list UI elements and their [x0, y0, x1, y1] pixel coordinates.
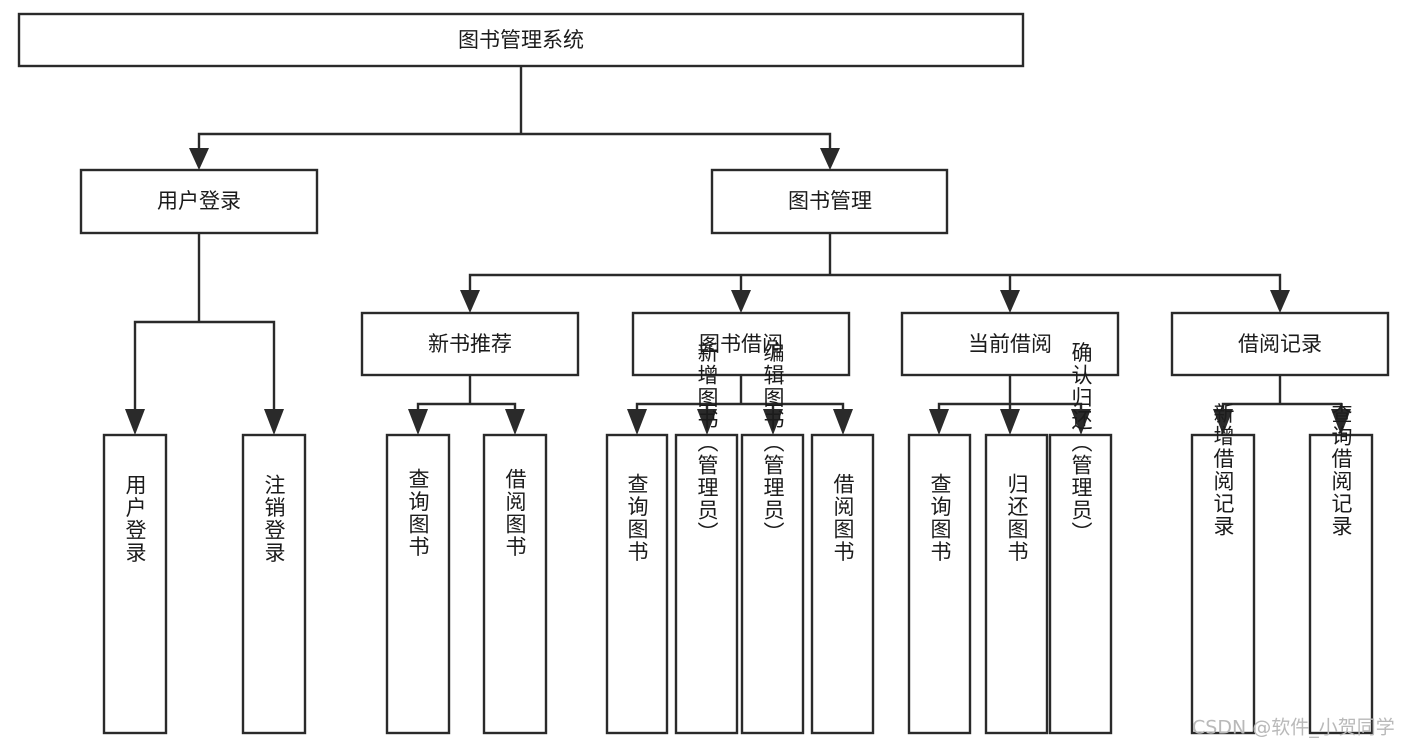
- arrow-to-leaf-borrow-book-recommend: [505, 409, 525, 435]
- node-book-borrow-box[interactable]: [631, 311, 851, 377]
- node-leaf-return-book-box[interactable]: [984, 433, 1049, 735]
- edge-new-book-recommend-trunk: [416, 373, 517, 418]
- node-leaf-logout-box[interactable]: [241, 433, 307, 735]
- node-borrow-record-box[interactable]: [1170, 311, 1390, 377]
- node-leaf-query-borrow-record-label: 查询借阅记录: [1329, 403, 1353, 538]
- node-leaf-add-book-admin[interactable]: 新增图书（管理员）: [674, 342, 739, 735]
- node-leaf-query-book-current-label: 查询图书: [928, 473, 952, 563]
- node-new-book-recommend[interactable]: 新书推荐: [360, 311, 580, 377]
- node-leaf-edit-book-admin[interactable]: 编辑图书（管理员）: [740, 342, 805, 735]
- node-book-borrow-label: 图书借阅: [699, 332, 783, 356]
- node-leaf-borrow-book-recommend-label: 借阅图书: [503, 468, 527, 558]
- node-leaf-confirm-return-admin[interactable]: 确认归还（管理员）: [1048, 342, 1113, 735]
- node-book-borrow[interactable]: 图书借阅: [631, 311, 851, 377]
- node-leaf-borrow-book-label: 借阅图书: [831, 473, 855, 563]
- node-current-borrow-label: 当前借阅: [968, 332, 1052, 356]
- node-leaf-query-book-current[interactable]: 查询图书: [907, 433, 972, 735]
- node-leaf-query-book-borrow-label: 查询图书: [625, 473, 649, 563]
- node-leaf-add-book-admin-box[interactable]: [674, 433, 739, 735]
- node-leaf-query-book-recommend-label: 查询图书: [406, 468, 430, 558]
- node-leaf-borrow-book-box[interactable]: [810, 433, 875, 735]
- node-root-box[interactable]: [17, 12, 1025, 68]
- node-leaf-borrow-book-recommend-box[interactable]: [482, 433, 548, 735]
- arrow-to-book-management: [820, 148, 840, 170]
- arrow-to-leaf-edit-book-admin: [763, 409, 783, 435]
- node-leaf-logout[interactable]: 注销登录: [241, 433, 307, 735]
- arrow-to-leaf-return-book: [1000, 409, 1020, 435]
- arrow-to-current-borrow: [1000, 290, 1020, 313]
- node-leaf-query-book-recommend-box[interactable]: [385, 433, 451, 735]
- node-leaf-return-book-label: 归还图书: [1005, 473, 1029, 563]
- node-current-borrow-box[interactable]: [900, 311, 1120, 377]
- arrow-to-leaf-logout: [264, 409, 284, 435]
- node-user-login-label: 用户登录: [157, 189, 241, 213]
- node-leaf-add-borrow-record-box[interactable]: [1190, 433, 1256, 735]
- edge-book-borrow-trunk: [635, 373, 845, 418]
- node-leaf-add-borrow-record-label: 新增借阅记录: [1211, 403, 1235, 538]
- node-borrow-record[interactable]: 借阅记录: [1170, 311, 1390, 377]
- node-leaf-query-book-recommend[interactable]: 查询图书: [385, 433, 451, 735]
- arrow-to-leaf-query-book-borrow: [627, 409, 647, 435]
- node-user-login[interactable]: 用户登录: [79, 168, 319, 235]
- arrow-to-borrow-record: [1270, 290, 1290, 313]
- node-leaf-query-book-current-box[interactable]: [907, 433, 972, 735]
- node-leaf-confirm-return-admin-label: 确认归还（管理员）: [1069, 342, 1093, 545]
- node-current-borrow[interactable]: 当前借阅: [900, 311, 1120, 377]
- arrow-to-new-book-recommend: [460, 290, 480, 313]
- node-leaf-confirm-return-admin-box[interactable]: [1048, 433, 1113, 735]
- node-leaf-user-login-label: 用户登录: [123, 474, 147, 564]
- arrow-to-leaf-query-borrow-record: [1331, 409, 1351, 435]
- edge-book-management-trunk: [468, 231, 1282, 298]
- edge-borrow-record-trunk: [1221, 373, 1343, 418]
- node-leaf-query-borrow-record[interactable]: 查询借阅记录: [1308, 403, 1374, 735]
- arrow-to-leaf-query-book-recommend: [408, 409, 428, 435]
- node-leaf-add-borrow-record[interactable]: 新增借阅记录: [1190, 403, 1256, 735]
- edge-user-login-trunk: [133, 231, 276, 418]
- node-root[interactable]: 图书管理系统: [17, 12, 1025, 68]
- edge-layer: [125, 64, 1351, 435]
- node-root-label: 图书管理系统: [458, 28, 584, 52]
- node-leaf-query-book-borrow-box[interactable]: [605, 433, 669, 735]
- node-borrow-record-label: 借阅记录: [1238, 332, 1322, 356]
- node-leaf-borrow-book-recommend[interactable]: 借阅图书: [482, 433, 548, 735]
- arrow-to-book-borrow: [731, 290, 751, 313]
- arrow-to-leaf-add-borrow-record: [1213, 409, 1233, 435]
- arrow-to-leaf-confirm-return-admin: [1071, 409, 1091, 435]
- node-leaf-add-book-admin-label: 新增图书（管理员）: [695, 342, 719, 545]
- node-user-login-box[interactable]: [79, 168, 319, 235]
- arrow-to-user-login: [189, 148, 209, 170]
- csdn-watermark: CSDN @软件_小贺同学: [1192, 717, 1395, 739]
- arrow-to-leaf-add-book-admin: [697, 409, 717, 435]
- node-leaf-edit-book-admin-label: 编辑图书（管理员）: [761, 342, 785, 545]
- node-leaf-return-book[interactable]: 归还图书: [984, 433, 1049, 735]
- arrow-to-leaf-query-book-current: [929, 409, 949, 435]
- node-leaf-query-borrow-record-box[interactable]: [1308, 433, 1374, 735]
- node-leaf-borrow-book[interactable]: 借阅图书: [810, 433, 875, 735]
- node-leaf-user-login[interactable]: 用户登录: [102, 433, 168, 735]
- node-leaf-user-login-box[interactable]: [102, 433, 168, 735]
- arrow-to-leaf-borrow-book: [833, 409, 853, 435]
- node-book-management-box[interactable]: [710, 168, 949, 235]
- edge-root-trunk: [197, 64, 832, 156]
- node-new-book-recommend-box[interactable]: [360, 311, 580, 377]
- node-book-management-label: 图书管理: [788, 189, 872, 213]
- node-leaf-query-book-borrow[interactable]: 查询图书: [605, 433, 669, 735]
- node-leaf-edit-book-admin-box[interactable]: [740, 433, 805, 735]
- node-new-book-recommend-label: 新书推荐: [428, 332, 512, 356]
- node-book-management[interactable]: 图书管理: [710, 168, 949, 235]
- node-leaf-logout-label: 注销登录: [262, 474, 286, 564]
- arrow-to-leaf-user-login: [125, 409, 145, 435]
